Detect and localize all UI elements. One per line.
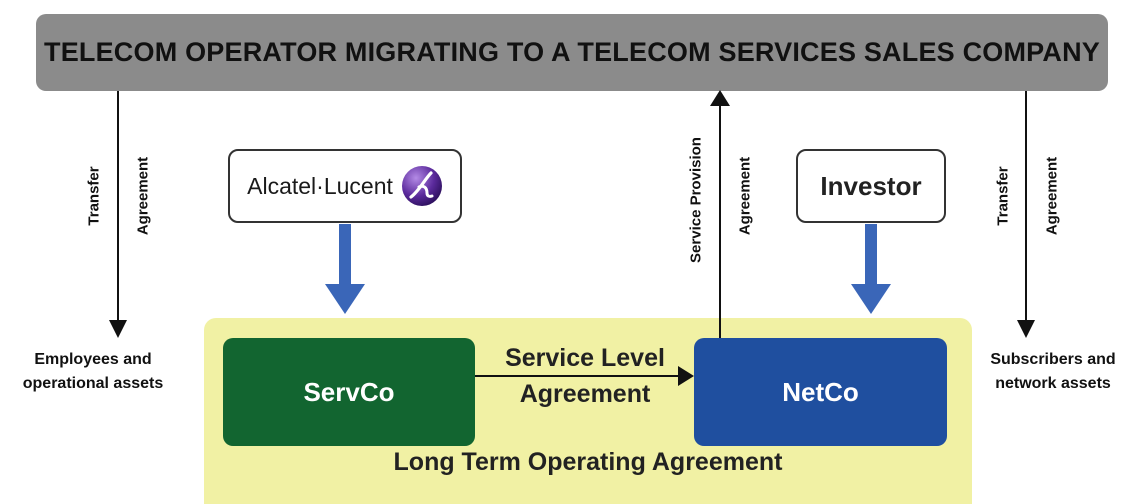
sla-label-line1: Service Level — [505, 344, 665, 372]
investor-label: Investor — [820, 170, 922, 201]
sla-label-line2: Agreement — [519, 380, 651, 408]
investor-to-netco-arrow — [851, 224, 891, 314]
subscribers-assets-label: Subscribers and network assets — [960, 348, 1146, 396]
subscribers-assets-line1: Subscribers and — [990, 351, 1116, 368]
operator-header: TELECOM OPERATOR MIGRATING TO A TELECOM … — [36, 14, 1108, 91]
service-provision-label: Service Provision — [687, 137, 705, 263]
long-term-agreement-label: Long Term Operating Agreement — [393, 448, 783, 476]
investor-box: Investor — [796, 149, 946, 223]
left-agreement-label: Agreement — [134, 156, 152, 236]
vendor-globe-icon — [401, 166, 442, 206]
employees-assets-label: Employees and operational assets — [0, 348, 186, 396]
vendor-logo-text: Alcatel·Lucent — [247, 172, 393, 199]
servco-box: ServCo — [223, 338, 475, 446]
service-provision-arrow — [710, 90, 730, 338]
left-transfer-label: Transfer — [85, 166, 103, 226]
sla-label: Service Level Agreement — [482, 340, 688, 412]
right-transfer-label: Transfer — [994, 166, 1012, 226]
subscribers-assets-line2: network assets — [995, 375, 1111, 392]
vendor-logo-box: Alcatel·Lucent — [228, 149, 462, 223]
center-agreement-label: Agreement — [736, 156, 754, 236]
header-title: TELECOM OPERATOR MIGRATING TO A TELECOM … — [44, 37, 1100, 67]
servco-label: ServCo — [303, 376, 395, 407]
netco-label: NetCo — [782, 376, 859, 407]
left-transfer-arrow — [109, 91, 127, 338]
vendor-to-servco-arrow — [325, 224, 365, 314]
employees-assets-line1: Employees and — [34, 351, 152, 368]
sla-arrow — [475, 366, 694, 386]
netco-box: NetCo — [694, 338, 947, 446]
right-agreement-label: Agreement — [1043, 156, 1061, 236]
employees-assets-line2: operational assets — [22, 375, 164, 392]
right-transfer-arrow — [1017, 91, 1035, 338]
